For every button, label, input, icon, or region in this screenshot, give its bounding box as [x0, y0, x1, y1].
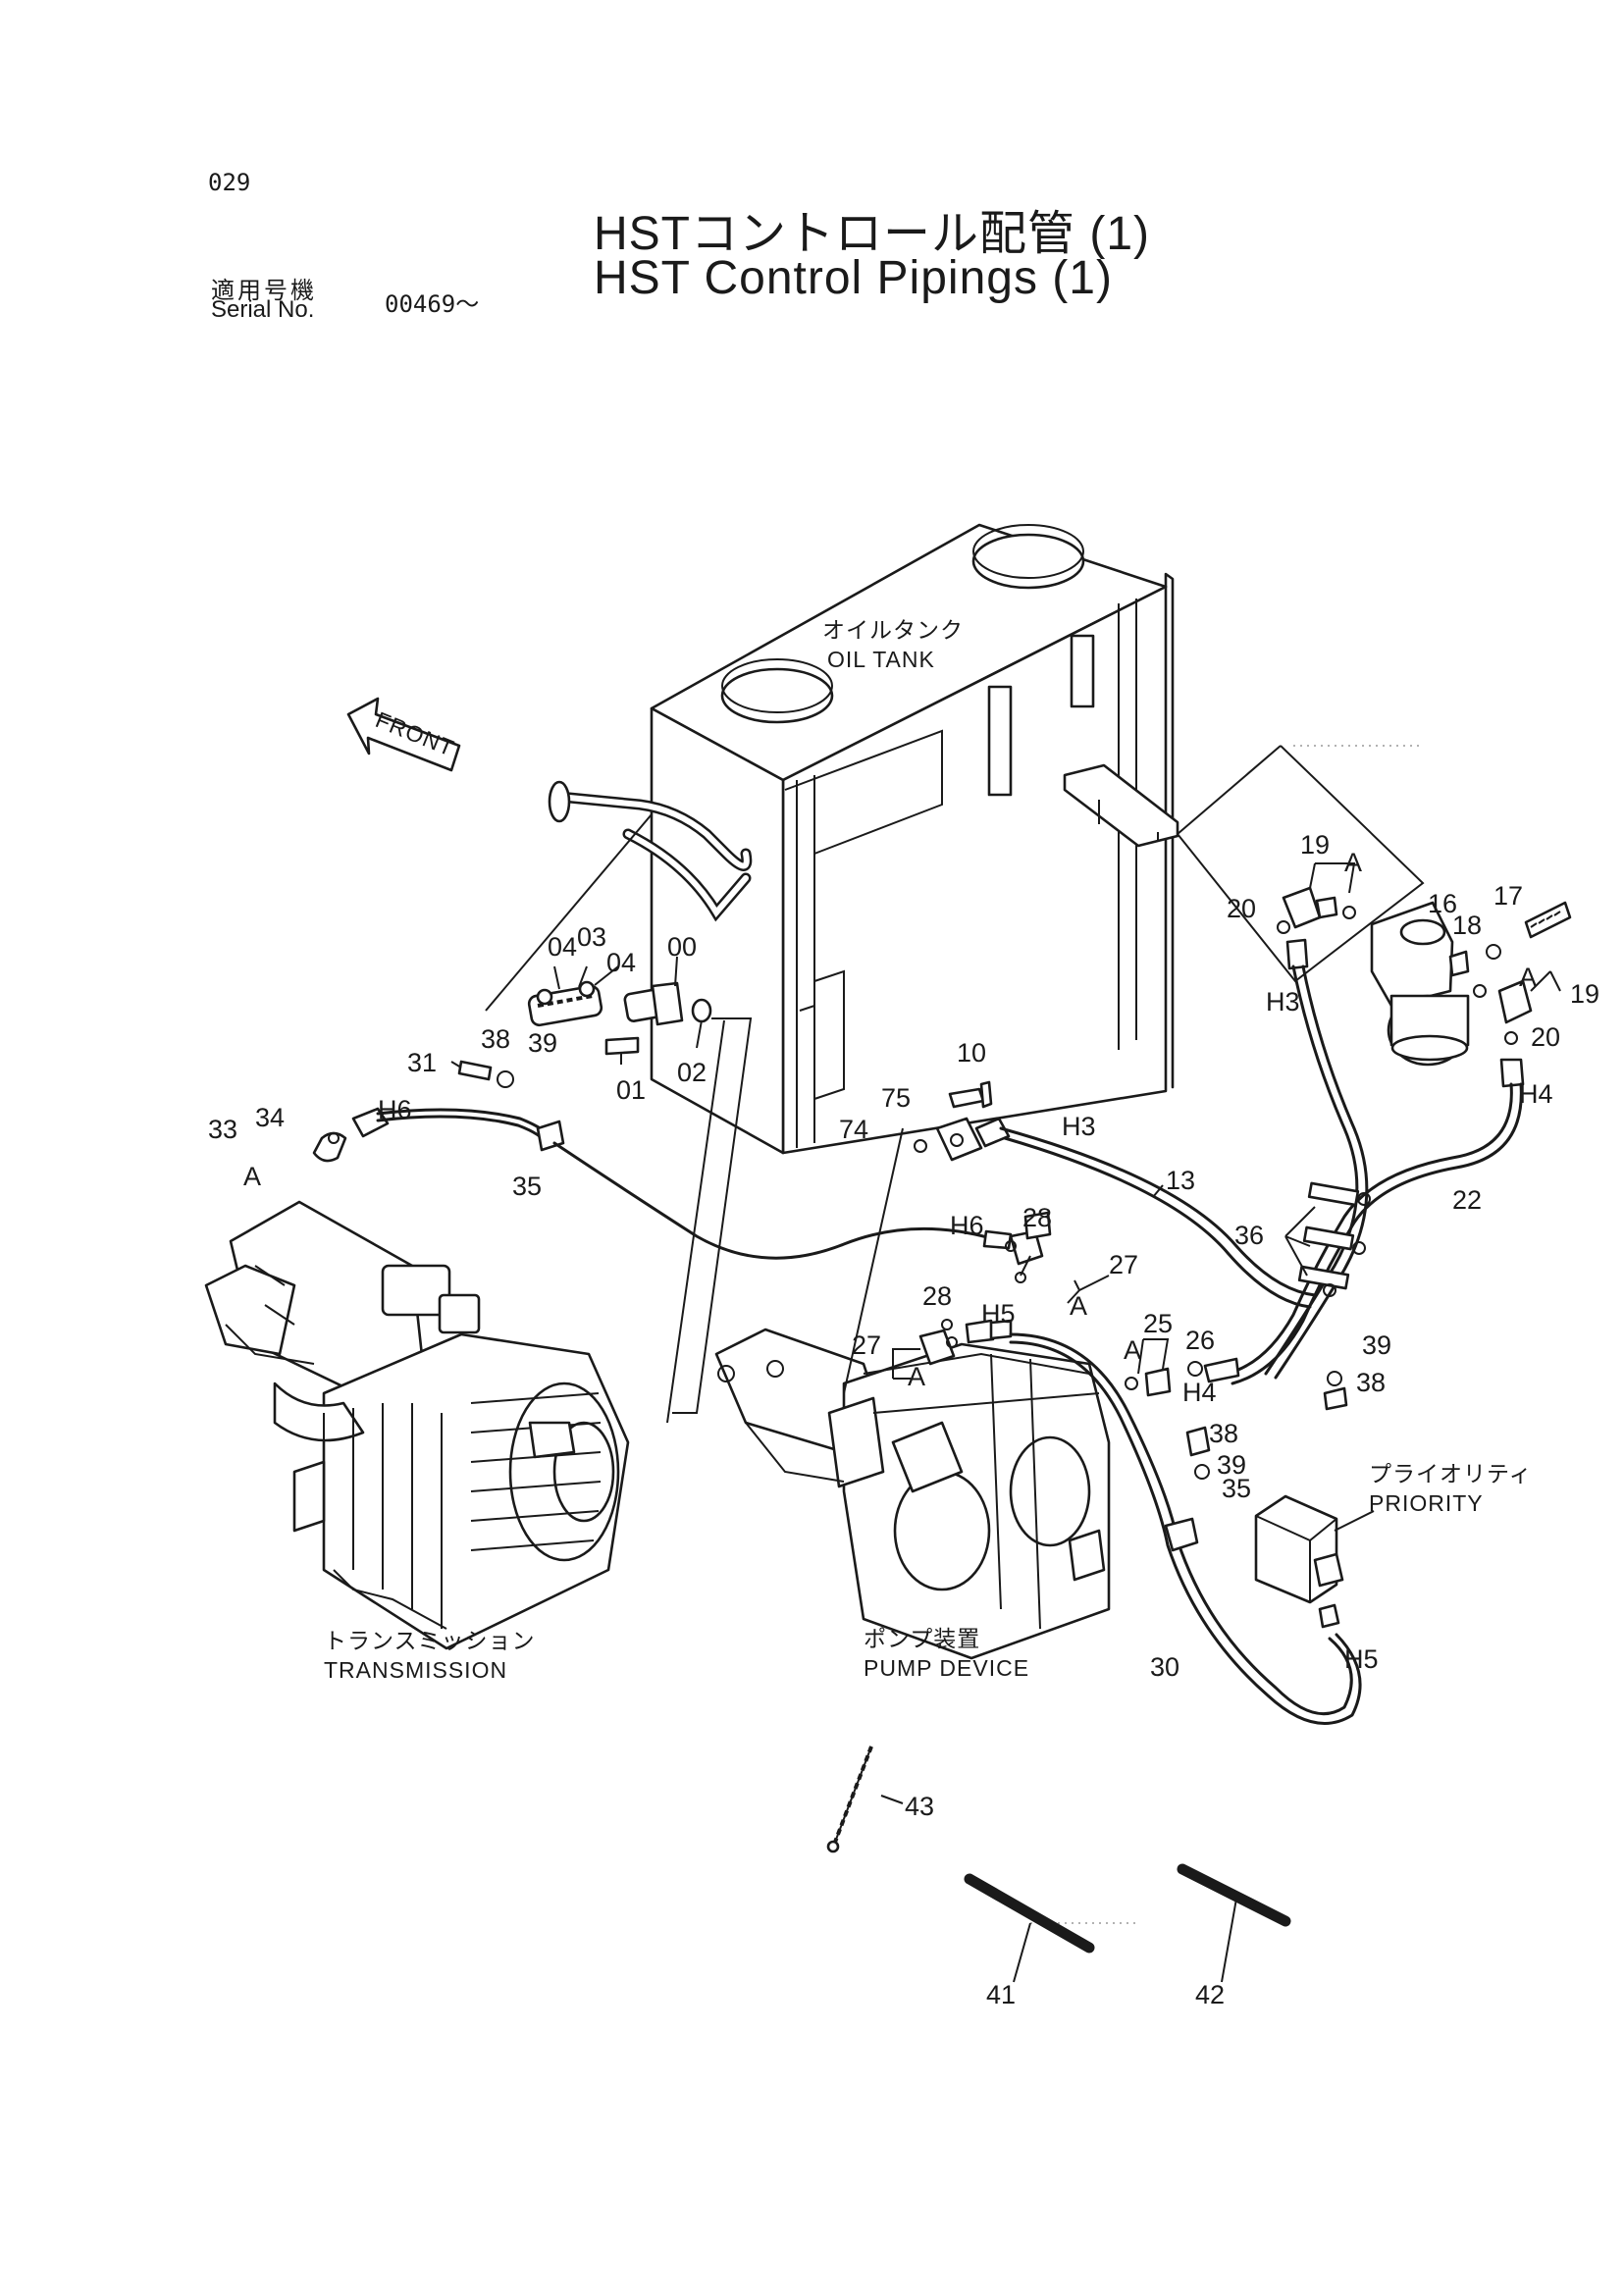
- callout-h5-a: H5: [981, 1299, 1016, 1329]
- callout-18: 18: [1452, 911, 1482, 940]
- priority-label-jp: プライオリティ: [1369, 1461, 1533, 1486]
- callout-a-5: A: [908, 1362, 925, 1391]
- callout-27-a: 27: [1109, 1250, 1138, 1279]
- pump-port-fittings: [892, 1211, 1362, 1725]
- callout-31: 31: [407, 1048, 437, 1077]
- callout-h3-a: H3: [1266, 987, 1300, 1017]
- oil-tank-drawing: [548, 523, 1179, 1155]
- tank-detail-leaders: [485, 745, 1425, 1012]
- callout-33: 33: [208, 1115, 237, 1144]
- oil-tank-label-en: OIL TANK: [827, 647, 935, 672]
- callout-20-b: 20: [1531, 1022, 1560, 1052]
- callout-17: 17: [1493, 881, 1523, 911]
- callout-04-a: 04: [548, 932, 577, 962]
- callout-39-a: 39: [528, 1028, 557, 1058]
- callout-a-2: A: [1344, 848, 1362, 877]
- hose-h6-assembly: [312, 1107, 1013, 1260]
- loose-parts: [826, 1746, 1291, 1983]
- assembly-leader-lines: [666, 1017, 904, 1424]
- callout-39-c: 39: [1217, 1450, 1246, 1480]
- callout-19-a: 19: [1300, 830, 1330, 860]
- callout-19-b: 19: [1570, 979, 1599, 1009]
- title-japanese: HSTコントロール配管 (1): [594, 208, 1151, 260]
- callout-h4-a: H4: [1519, 1079, 1553, 1109]
- callout-03: 03: [577, 922, 606, 952]
- callout-a-6: A: [1124, 1335, 1141, 1365]
- callout-01: 01: [616, 1075, 646, 1105]
- callout-h4-b: H4: [1182, 1378, 1217, 1407]
- callout-04-b: 04: [606, 948, 636, 977]
- dotted-guide-lines: [1030, 745, 1423, 1924]
- callout-43: 43: [905, 1792, 934, 1821]
- callout-75: 75: [881, 1083, 911, 1113]
- callout-labels: 00 01 02 03 04 04 10 13 16 17 18 19 19 2…: [208, 830, 1599, 2009]
- callout-13: 13: [1166, 1166, 1195, 1195]
- transmission-label-jp: トランスミッション: [324, 1628, 536, 1653]
- callout-28-a: 28: [1022, 1203, 1052, 1232]
- pump-device-label-en: PUMP DEVICE: [864, 1655, 1029, 1681]
- callout-a-4: A: [1070, 1291, 1087, 1321]
- pump-device-drawing: [714, 1328, 1111, 1660]
- callout-a-3: A: [1519, 963, 1537, 992]
- callout-35-a: 35: [512, 1172, 542, 1201]
- serial-number-value: 00469～: [385, 290, 480, 318]
- callout-22: 22: [1452, 1185, 1482, 1215]
- transmission-drawing: [204, 1200, 630, 1650]
- callout-28-b: 28: [922, 1281, 952, 1311]
- priority-valve-drawing: [1254, 1494, 1375, 1629]
- callout-00: 00: [667, 932, 697, 962]
- transmission-label-en: TRANSMISSION: [324, 1657, 507, 1683]
- callout-a-1: A: [243, 1162, 261, 1191]
- page-number: 029: [208, 169, 251, 196]
- callout-74: 74: [839, 1115, 868, 1144]
- callout-30: 30: [1150, 1652, 1179, 1682]
- callout-34: 34: [255, 1103, 285, 1132]
- callout-h5-b: H5: [1344, 1644, 1379, 1674]
- callout-41: 41: [986, 1980, 1016, 2009]
- strainer-fitting-group: [450, 956, 712, 1088]
- callout-16: 16: [1428, 889, 1457, 918]
- callout-38-a: 38: [481, 1024, 510, 1054]
- callout-02: 02: [677, 1058, 707, 1087]
- pipe-h3-assembly: [914, 1080, 1317, 1309]
- callout-h6-b: H6: [950, 1211, 984, 1240]
- callout-10: 10: [957, 1038, 986, 1068]
- callout-35-b: 35: [1222, 1474, 1251, 1503]
- callout-36: 36: [1234, 1221, 1264, 1250]
- callout-25: 25: [1143, 1309, 1173, 1338]
- callout-26: 26: [1185, 1326, 1215, 1355]
- oil-tank-label-jp: オイルタンク: [822, 617, 964, 643]
- pump-device-label-jp: ポンプ装置: [864, 1626, 980, 1651]
- callout-h6-a: H6: [378, 1095, 412, 1124]
- callout-h3-b: H3: [1062, 1112, 1096, 1141]
- hoses-h3-h4: [1225, 938, 1525, 1385]
- callout-42: 42: [1195, 1980, 1225, 2009]
- serial-label-japanese: 適用号機: [211, 278, 317, 304]
- front-direction-arrow: FRONT: [346, 697, 461, 772]
- title-english: HST Control Pipings (1): [594, 252, 1113, 304]
- callout-38-b: 38: [1356, 1368, 1386, 1397]
- callout-20-a: 20: [1227, 894, 1256, 923]
- callout-27-b: 27: [852, 1330, 881, 1360]
- callout-38-c: 38: [1209, 1419, 1238, 1448]
- serial-label-english: Serial No.: [211, 296, 315, 323]
- priority-label-en: PRIORITY: [1369, 1490, 1484, 1516]
- line-filter-group: [1277, 862, 1572, 1067]
- callout-39-b: 39: [1362, 1330, 1391, 1360]
